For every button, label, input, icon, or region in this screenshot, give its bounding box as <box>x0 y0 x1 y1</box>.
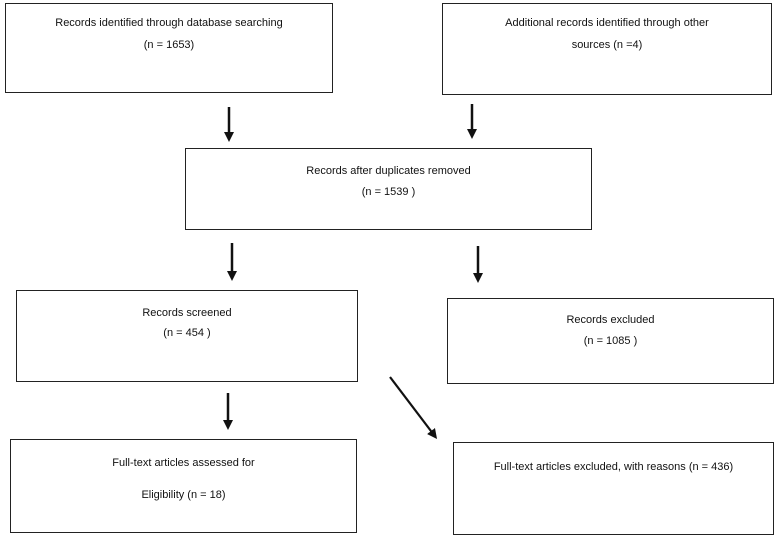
box-records-identified-database: Records identified through database sear… <box>5 3 333 93</box>
box-records-screened-title: Records screened <box>142 307 232 319</box>
box-records-excluded-title: Records excluded <box>566 314 655 326</box>
box-fulltext-assessed-title: Full-text articles assessed for <box>112 457 255 469</box>
box-records-after-duplicates-title: Records after duplicates removed <box>306 165 471 177</box>
box-fulltext-excluded-title: Full-text articles excluded, with reason… <box>493 461 734 473</box>
box-records-screened-count: (n = 454 ) <box>163 327 211 339</box>
box-records-after-duplicates-count: (n = 1539 ) <box>361 186 416 198</box>
box-records-screened: Records screened (n = 454 ) <box>16 290 358 382</box>
box-records-excluded-count: (n = 1085 ) <box>583 335 638 347</box>
box-fulltext-excluded: Full-text articles excluded, with reason… <box>453 442 774 535</box>
box-additional-records-title: Additional records identified through ot… <box>505 17 709 29</box>
box-fulltext-assessed-count: Eligibility (n = 18) <box>141 489 226 501</box>
box-additional-records-other-sources: Additional records identified through ot… <box>442 3 772 95</box>
box-additional-records-count: sources (n =4) <box>571 39 643 51</box>
box-records-excluded: Records excluded (n = 1085 ) <box>447 298 774 384</box>
box-records-identified-database-title: Records identified through database sear… <box>55 17 283 29</box>
box-records-after-duplicates: Records after duplicates removed (n = 15… <box>185 148 592 230</box>
arrow-screened-to-fulltext-excluded <box>389 376 438 439</box>
box-records-identified-database-count: (n = 1653) <box>143 39 195 51</box>
box-fulltext-assessed: Full-text articles assessed for Eligibil… <box>10 439 357 533</box>
